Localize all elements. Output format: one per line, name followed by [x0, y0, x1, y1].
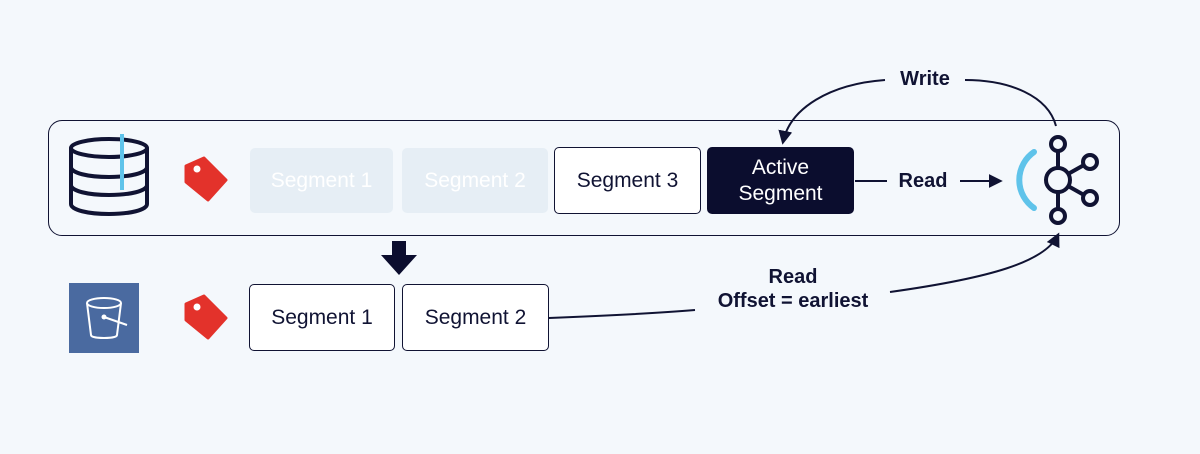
s3-bucket-icon [69, 283, 139, 353]
broker-segment-1-deleted: Segment 1 [250, 148, 393, 213]
database-icon [69, 134, 149, 217]
read-remote-arrow [889, 232, 1060, 293]
write-arrow-head [778, 79, 886, 145]
broker-segment-2-deleted: Segment 2 [402, 148, 548, 213]
read-remote-label-line2: Offset = earliest [717, 290, 869, 312]
arrow-down-icon [381, 241, 417, 275]
active-segment: Active Segment [707, 147, 854, 214]
remote-segment-2: Segment 2 [402, 284, 549, 351]
broker-segment-3: Segment 3 [554, 147, 701, 214]
remote-segment-1: Segment 1 [249, 284, 395, 351]
read-remote-line [548, 309, 696, 319]
read-remote-label: Read Offset = earliest [698, 265, 888, 313]
write-label: Write [900, 68, 950, 90]
read-local-label: Read [898, 170, 948, 192]
read-remote-label-line1: Read [768, 266, 818, 288]
tag-icon [184, 156, 228, 202]
write-arrow [964, 79, 1057, 127]
tag-icon [184, 294, 228, 340]
broker-local-storage-frame [48, 120, 1120, 236]
kafka-client-icon [1016, 135, 1099, 225]
